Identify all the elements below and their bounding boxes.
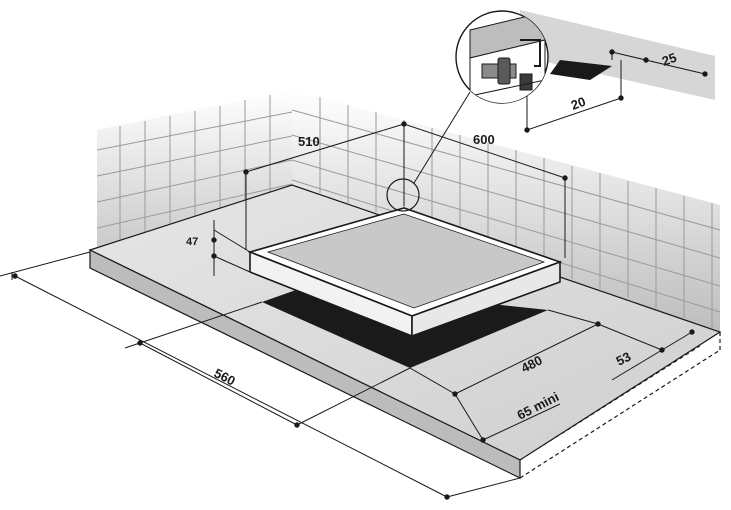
label-depth-total: 600 (473, 132, 495, 147)
back-wall-left (96, 90, 293, 252)
dimension-lines (0, 121, 695, 500)
back-wall-right (291, 90, 721, 332)
detail-panel (520, 10, 715, 100)
label-detail-a: 25 (660, 50, 679, 69)
label-front-clearance: 53 (614, 349, 634, 369)
wall-tiles-left (96, 95, 293, 244)
label-width: 560 (212, 365, 238, 388)
detail-callout (386, 10, 715, 212)
wall-tiles-right (291, 97, 721, 328)
hob (247, 207, 563, 338)
label-detail-b: 20 (569, 94, 588, 113)
label-thickness: 47 (186, 236, 198, 248)
label-cutout-depth: 510 (298, 134, 320, 149)
detail-marker-circle (386, 178, 420, 212)
detail-cutout (550, 60, 612, 80)
detail-leader-line (413, 91, 471, 184)
detail-dimension-lines (524, 49, 708, 133)
